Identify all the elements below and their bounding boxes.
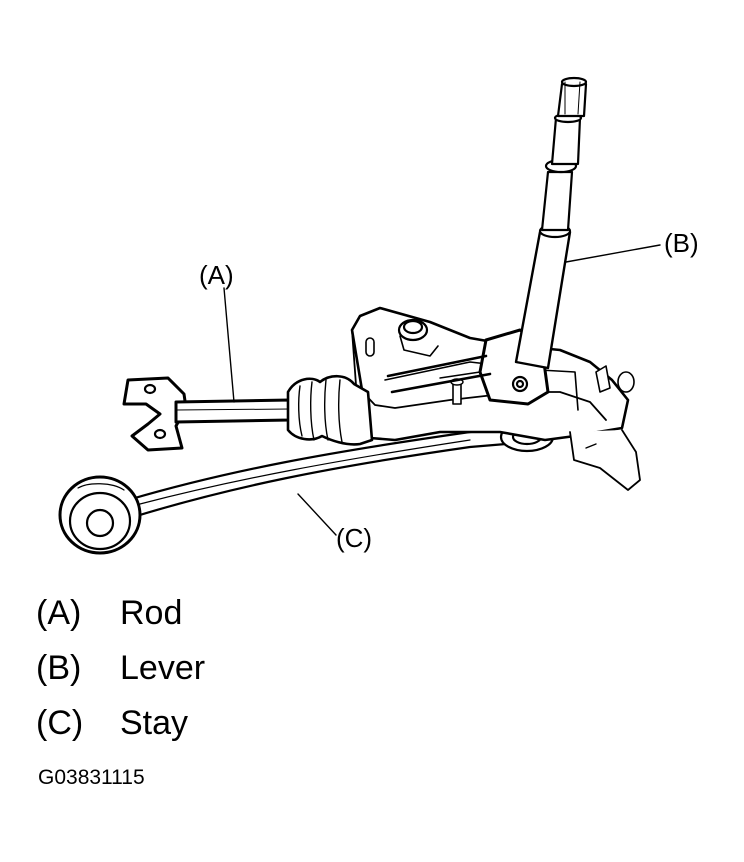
legend-label: Stay [120,704,189,742]
legend-code: (B) [36,649,82,687]
callout-label-c: (C) [336,523,373,553]
callout-label-b: (B) [664,228,699,258]
shift-lever-assembly-illustration [58,76,661,555]
legend-row-rod: (A) Rod [36,595,182,631]
stay-part [58,421,555,555]
legend-row-lever: (B) Lever [36,650,205,686]
legend-label: Rod [120,594,183,632]
legend-code: (C) [36,704,84,742]
leader-line-c [297,493,337,536]
leader-lines [223,244,661,536]
figure-id: G03831115 [38,766,145,789]
leader-line-a [223,287,235,403]
legend-code: (A) [36,594,82,632]
rod-part [122,374,374,452]
leader-line-b [565,244,661,263]
legend-label: Lever [120,649,206,687]
legend-row-stay: (C) Stay [36,705,188,741]
callout-label-a: (A) [199,260,234,290]
lever-part [386,76,588,406]
